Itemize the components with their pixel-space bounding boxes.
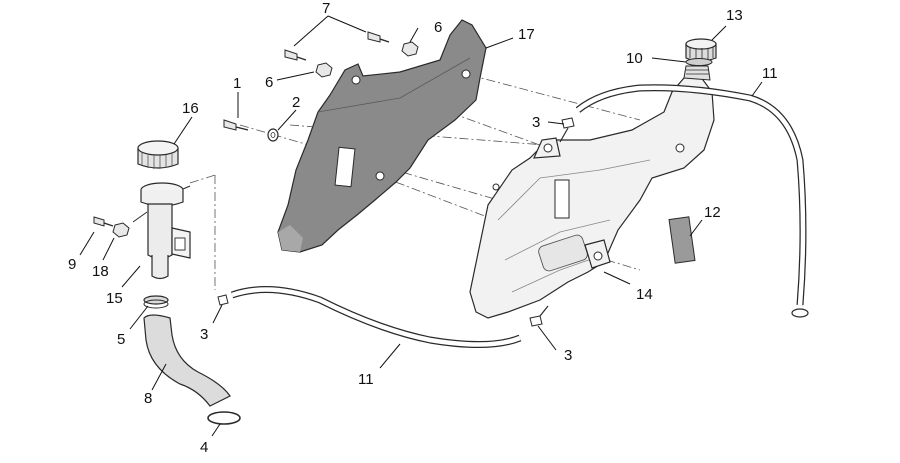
label-part-1: 1 [233, 75, 241, 92]
tank-part [469, 65, 715, 319]
hose-8-part [143, 314, 231, 407]
label-part-16: 16 [182, 100, 199, 117]
reservoir-15-part [132, 182, 191, 280]
bracket-part [277, 19, 487, 253]
label-part-12: 12 [704, 204, 721, 221]
label-part-3a: 3 [532, 114, 540, 131]
clamp-4-part [207, 411, 241, 425]
label-part-4: 4 [200, 439, 208, 456]
label-part-10: 10 [626, 50, 643, 67]
clamp-5-part [143, 295, 169, 309]
leader-lines [79, 15, 763, 437]
label-part-7: 7 [322, 0, 330, 17]
label-part-9: 9 [68, 256, 76, 273]
label-part-3b: 3 [200, 326, 208, 343]
reservoir-cap-16-part [137, 140, 179, 169]
label-part-11b: 11 [358, 371, 374, 388]
o-ring-10-part [685, 58, 713, 66]
callout-labels: 1 2 3 3 3 4 5 6 6 7 8 9 10 11 11 12 13 1… [68, 0, 778, 456]
label-part-2: 2 [292, 94, 300, 111]
label-part-3c: 3 [564, 347, 572, 364]
hose-11-right [575, 84, 809, 318]
label-part-11a: 11 [762, 65, 778, 82]
label-part-15: 15 [106, 290, 123, 307]
label-part-8: 8 [144, 390, 152, 407]
label-part-6b: 6 [434, 19, 442, 36]
label-part-5: 5 [117, 331, 125, 348]
sticker-12-part [668, 216, 696, 264]
label-part-14: 14 [636, 286, 653, 303]
label-part-13: 13 [726, 7, 743, 24]
label-part-18: 18 [92, 263, 109, 280]
label-part-17: 17 [518, 26, 535, 43]
cap-13-part [685, 38, 717, 62]
hose-11-lower [230, 286, 522, 348]
label-part-6a: 6 [265, 74, 273, 91]
fastener-parts [93, 31, 575, 327]
